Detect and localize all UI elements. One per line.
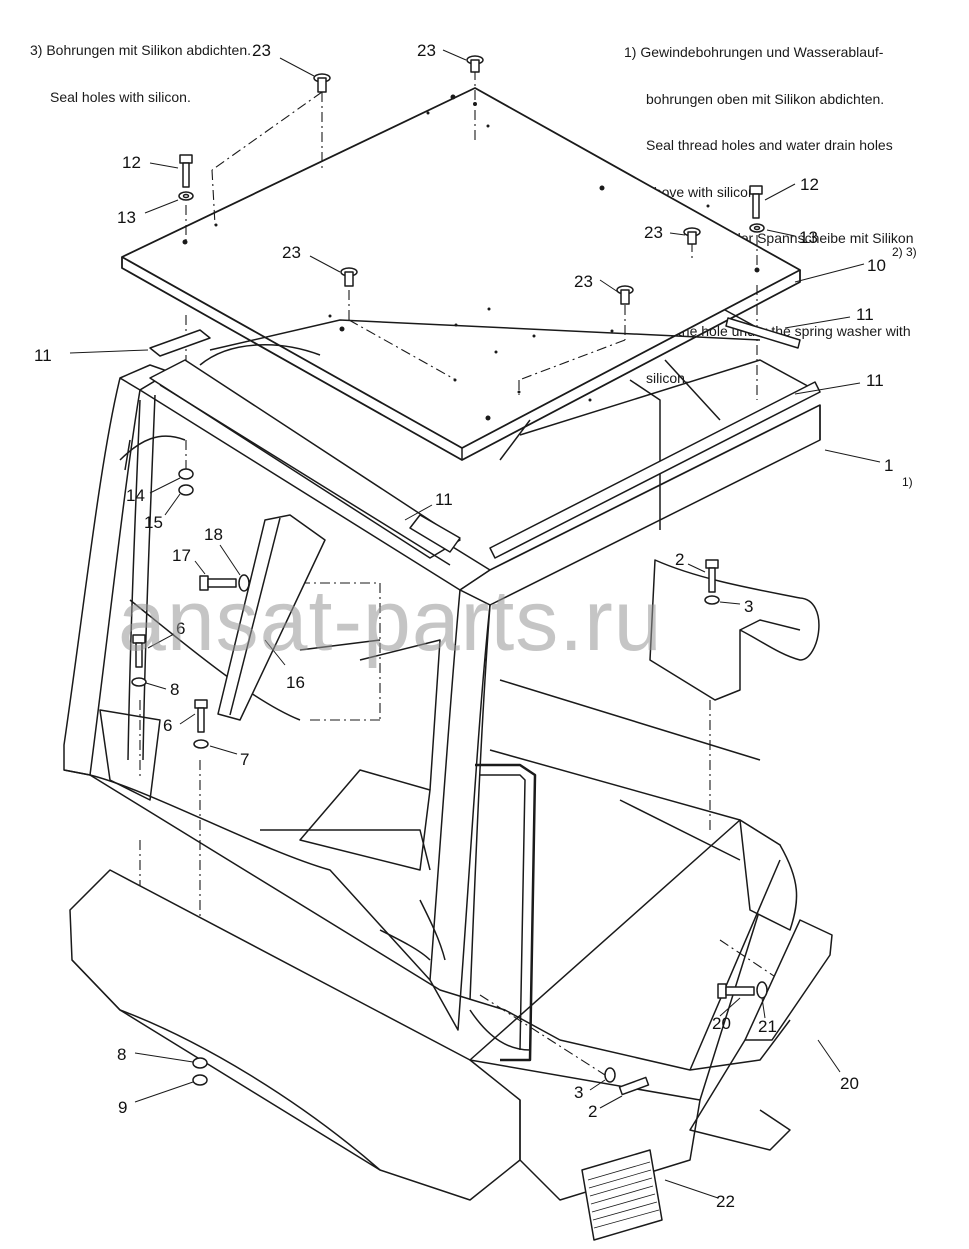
note-line: Seal thread holes and water drain holes [646,137,893,153]
callout-22: 22 [716,1192,735,1211]
callout-6: 6 [176,619,185,638]
bracket-16 [217,514,326,721]
leader-lines [69,49,881,1199]
callout-8: 8 [117,1045,126,1064]
seal-strip-rails [149,317,821,559]
callout-21: 21 [758,1017,777,1036]
callout-13: 13 [799,228,818,247]
note-line: 1) Gewindebohrungen und Wasserablauf- [624,44,884,60]
note-line: Seal holes with silicon. [50,88,191,105]
callout-20: 20 [840,1074,859,1093]
callout-1: 1 [884,456,893,475]
note-line: 3) Bohrungen mit Silikon abdichten. [30,42,252,58]
callout-23: 23 [252,41,271,60]
callout-9: 9 [118,1098,127,1117]
callout-17: 17 [172,546,191,565]
callout-8: 8 [170,680,179,699]
callout-18: 18 [204,525,223,544]
note-line: bohrungen oben mit Silikon abdichten. [646,90,885,107]
plate-22 [581,1149,663,1241]
callout-11: 11 [856,305,874,324]
callout-6: 6 [163,716,172,735]
roof-plate [121,87,801,461]
assembly-lines [139,70,796,1076]
callout-15: 15 [144,513,163,532]
callout-16: 16 [286,673,305,692]
callout-11: 11 [866,371,884,390]
callout-23: 23 [282,243,301,262]
note-silicon-holes: 3) Bohrungen mit Silikon abdichten. Seal… [30,12,251,136]
cab-frame [63,309,821,1201]
callout-13: 13 [117,208,136,227]
callout-23: 23 [417,41,436,60]
callout-3: 3 [574,1083,583,1102]
callout-3: 3 [744,597,753,616]
callout-10-note: 2) 3) [892,245,917,259]
watermark: ansat-parts.ru [118,573,663,669]
callout-14: 14 [126,486,145,505]
callout-7: 7 [240,750,249,769]
callout-2: 2 [675,550,684,569]
callout-1-note: 1) [902,475,913,489]
callout-23: 23 [644,223,663,242]
callout-12: 12 [122,153,141,172]
callout-11: 11 [435,490,453,509]
callout-20: 20 [712,1014,731,1033]
bolts [132,55,763,1096]
callout-10: 10 [867,256,886,275]
washers [131,191,768,1086]
callout-2: 2 [588,1102,597,1121]
callout-numbers: 23 23 12 13 12 13 23 23 23 10 2) 3) 11 1… [34,41,917,1211]
callout-11: 11 [34,346,52,365]
callout-12: 12 [800,175,819,194]
bracket-20 [689,919,833,1151]
callout-23: 23 [574,272,593,291]
